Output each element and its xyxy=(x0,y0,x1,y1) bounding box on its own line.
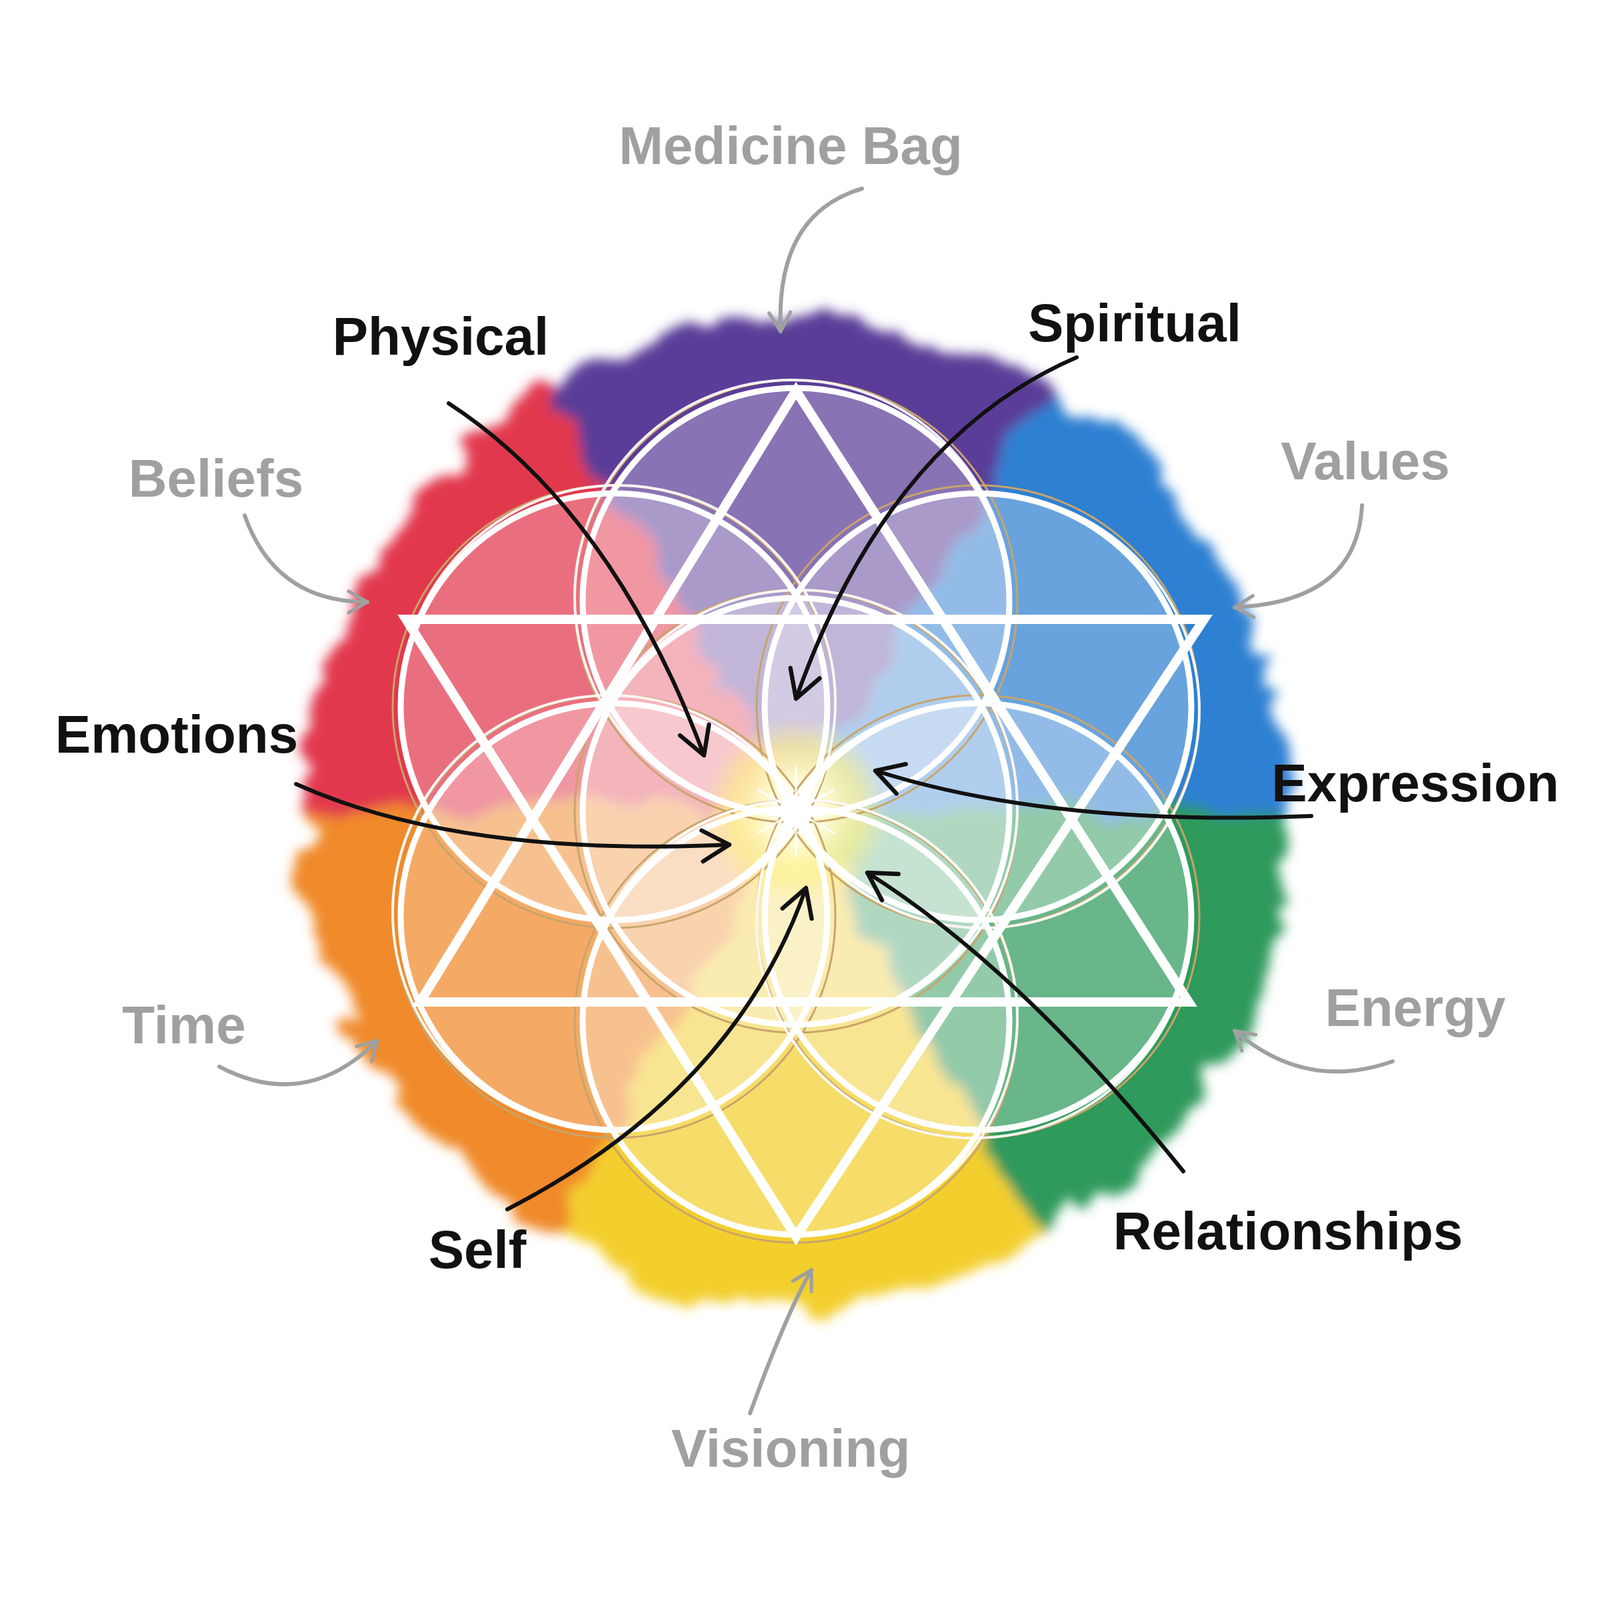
outer-label: Energy xyxy=(1324,981,1506,1035)
outer-label: Time xyxy=(122,998,246,1052)
center-rays xyxy=(757,766,835,856)
outer-label: Medicine Bag xyxy=(618,119,963,173)
watercolor-wash xyxy=(302,318,1290,1305)
inner-label: Physical xyxy=(332,310,550,364)
inner-label: Expression xyxy=(1271,756,1559,810)
black-leaders xyxy=(296,357,1312,1210)
inner-label: Spiritual xyxy=(1028,296,1242,350)
outer-label: Visioning xyxy=(671,1422,911,1476)
hexagram xyxy=(406,390,1204,1237)
inner-label: Self xyxy=(428,1223,527,1277)
inner-label: Emotions xyxy=(55,708,298,762)
outer-label: Values xyxy=(1280,434,1450,488)
inner-label: Relationships xyxy=(1113,1204,1464,1258)
outer-label: Beliefs xyxy=(128,452,304,506)
